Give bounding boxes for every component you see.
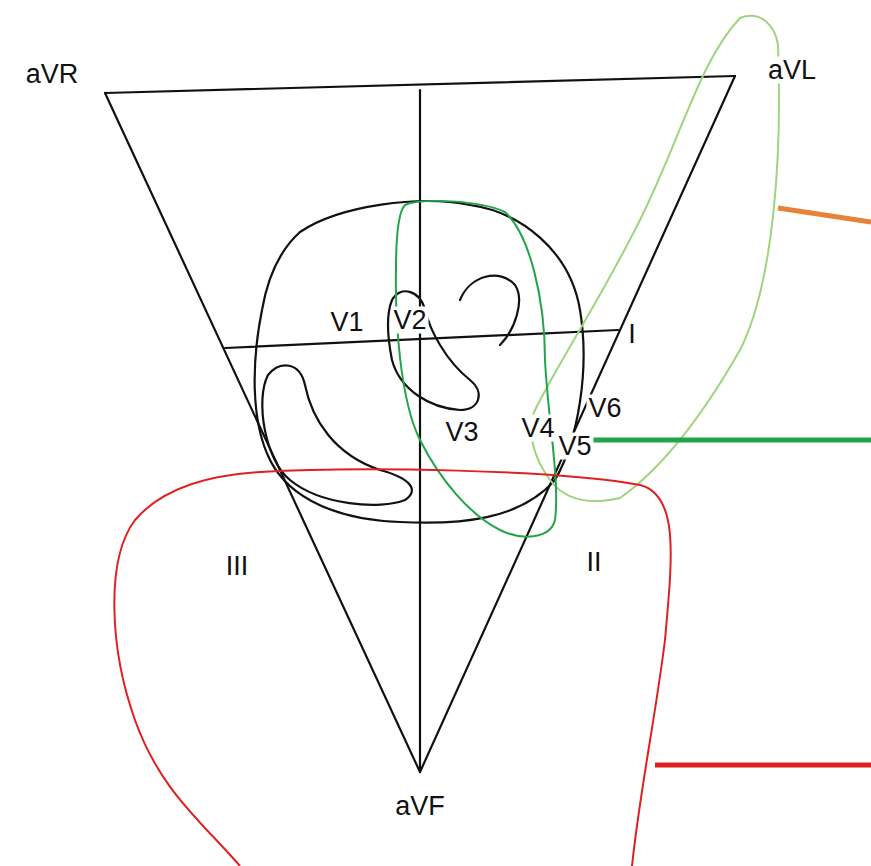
lead-label: V6: [586, 395, 623, 422]
lead-label: V2: [391, 307, 428, 334]
inferior-pointer: [655, 763, 871, 768]
lead-label: III: [224, 553, 251, 580]
lead-label: V4: [519, 415, 556, 442]
avf-axis: [419, 90, 421, 772]
anterior-pointer: [565, 438, 871, 443]
triangle-left-side: [105, 93, 420, 772]
triangle-right-side: [420, 76, 735, 772]
anterior-leads-outline: [396, 201, 556, 537]
right-ventricle: [262, 365, 412, 504]
lead-label: II: [584, 549, 603, 576]
lead-label: I: [626, 321, 638, 348]
lateral-pointer: [778, 208, 871, 222]
inferior-leads-outline: [114, 469, 670, 866]
ventricle-curl: [460, 276, 519, 345]
lead-label: V1: [328, 309, 365, 336]
septum-loop: [388, 291, 479, 410]
lead-label: V3: [443, 419, 480, 446]
lateral-leads-outline: [531, 16, 779, 501]
lead-label: aVF: [393, 793, 447, 820]
lead-label: aVL: [766, 57, 818, 84]
lead-label: aVR: [24, 61, 81, 88]
lead-label: V5: [556, 433, 593, 460]
